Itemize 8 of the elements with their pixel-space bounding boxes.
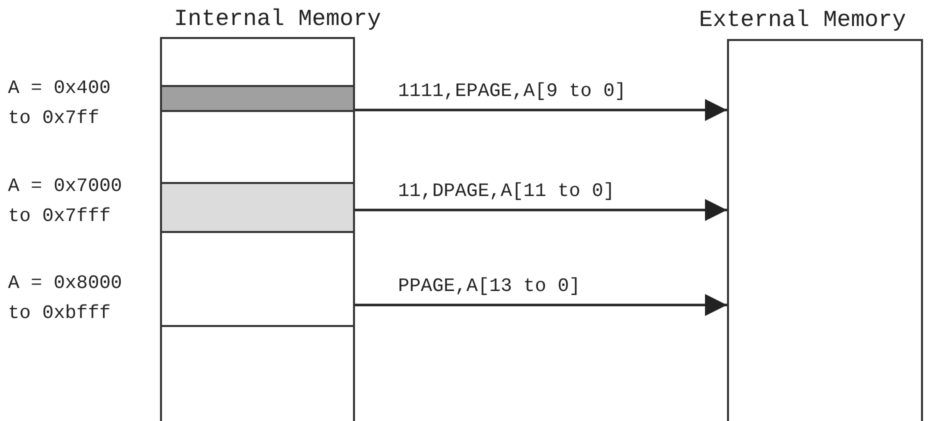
memory-heading: External Memory bbox=[699, 7, 906, 33]
memory-heading: Internal Memory bbox=[174, 6, 382, 32]
arrow bbox=[355, 199, 727, 221]
address-range-label: A = 0x400 to 0x7ff bbox=[8, 76, 112, 131]
arrow bbox=[355, 99, 727, 121]
address-range-label: A = 0x8000 to 0xbfff bbox=[8, 271, 124, 326]
arrow bbox=[355, 294, 727, 316]
address-range-label: A = 0x7000 to 0x7fff bbox=[8, 174, 124, 229]
